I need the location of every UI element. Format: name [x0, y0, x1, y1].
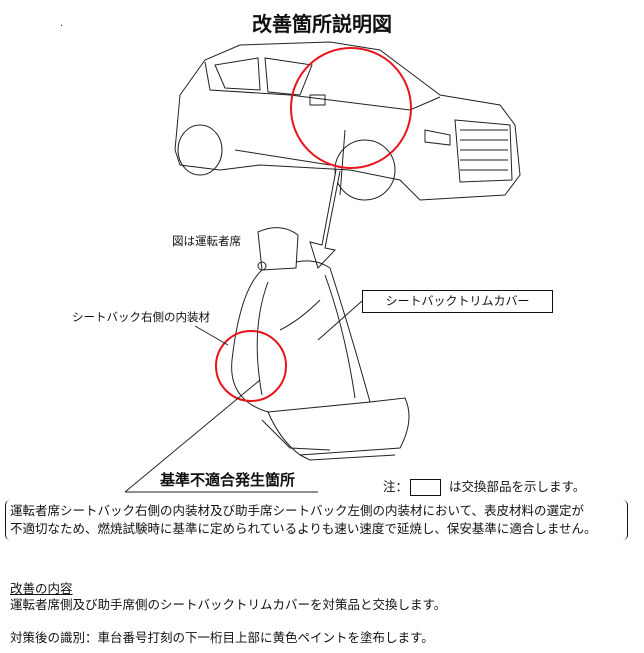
down-arrow: [309, 169, 341, 269]
inner-material-leader: [194, 325, 229, 346]
driver-seat-note: 図は運転者席: [172, 234, 241, 248]
trim-cover-label: シートバックトリムカバー: [362, 290, 553, 313]
highlight-circle-seat: [215, 330, 287, 402]
description-line-1: 運転者席シートバック右側の内装材及び助手席シートバック左側の内装材において、表皮…: [10, 503, 585, 518]
note-suffix: は交換部品を示します。: [449, 479, 586, 494]
description-line-2: 不適切なため、燃焼試験時に基準に定められているよりも速い速度で延焼し、保安基準に…: [10, 521, 597, 536]
replacement-part-swatch: [410, 479, 442, 496]
defect-description: 運転者席シートバック右側の内装材及び助手席シートバック左側の内装材において、表皮…: [5, 500, 628, 540]
note-prefix: 注：: [383, 479, 409, 494]
car-illustration: [174, 41, 521, 201]
nonconformity-label: 基準不適合発生箇所: [160, 471, 296, 489]
nonconformity-leader: [124, 379, 318, 493]
page-title: 改善箇所説明図: [252, 12, 392, 36]
trim-cover-leader: [317, 300, 363, 341]
highlight-circle-car: [290, 47, 412, 169]
marker-dot: .: [60, 18, 64, 29]
identification-text: 対策後の識別：車台番号打刻の下一桁目上部に黄色ペイントを塗布します。: [10, 630, 434, 645]
seat-illustration: [231, 227, 410, 461]
right-inner-material-label: シートバック右側の内装材: [72, 310, 210, 324]
legend-note: 注： は交換部品を示します。: [383, 476, 585, 496]
improvement-text: 運転者席側及び助手席側のシートバックトリムカバーを対策品と交換します。: [10, 597, 447, 612]
improvement-heading: 改善の内容: [10, 581, 73, 596]
